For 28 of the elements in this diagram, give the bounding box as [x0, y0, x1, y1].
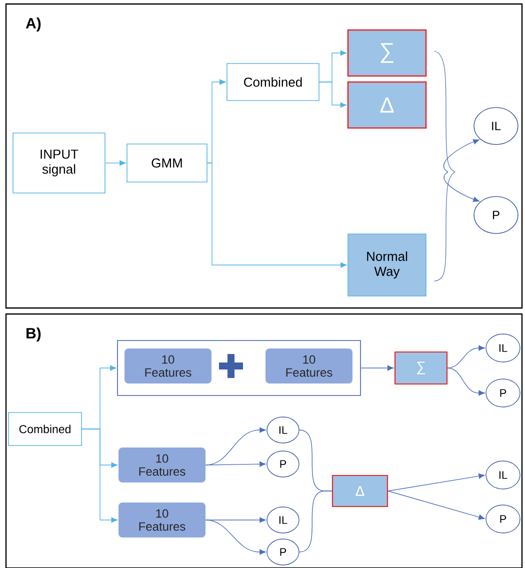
- operator-box: Δ: [347, 81, 427, 129]
- arrow: [319, 82, 346, 108]
- process-box: Combined: [226, 63, 320, 101]
- arrow: [205, 520, 266, 555]
- arrow: [444, 172, 480, 202]
- arrow: [447, 345, 485, 368]
- arrow: [82, 428, 118, 523]
- arrow: [205, 461, 266, 467]
- arrow: [388, 490, 485, 520]
- arrow: [447, 368, 485, 396]
- arrow: [205, 517, 266, 523]
- process-box: Normal Way: [348, 234, 426, 296]
- process-box: Combined: [8, 412, 82, 446]
- arrow: [443, 139, 480, 172]
- operator-box: Δ: [332, 474, 388, 508]
- arrow: [207, 162, 347, 268]
- arrow: [388, 473, 485, 492]
- group-box: [117, 340, 361, 396]
- arrow: [105, 160, 126, 166]
- process-box: GMM: [126, 144, 208, 182]
- arrow: [360, 365, 394, 371]
- feature-box: 10 Features: [118, 448, 206, 482]
- feature-box: 10 Features: [118, 502, 206, 538]
- operator-box: ∑: [394, 351, 448, 385]
- process-box: INPUT signal: [12, 132, 106, 194]
- feature-box: 10 Features: [266, 348, 352, 384]
- feature-box: 10 Features: [124, 348, 212, 384]
- operator-box: ∑: [347, 29, 427, 77]
